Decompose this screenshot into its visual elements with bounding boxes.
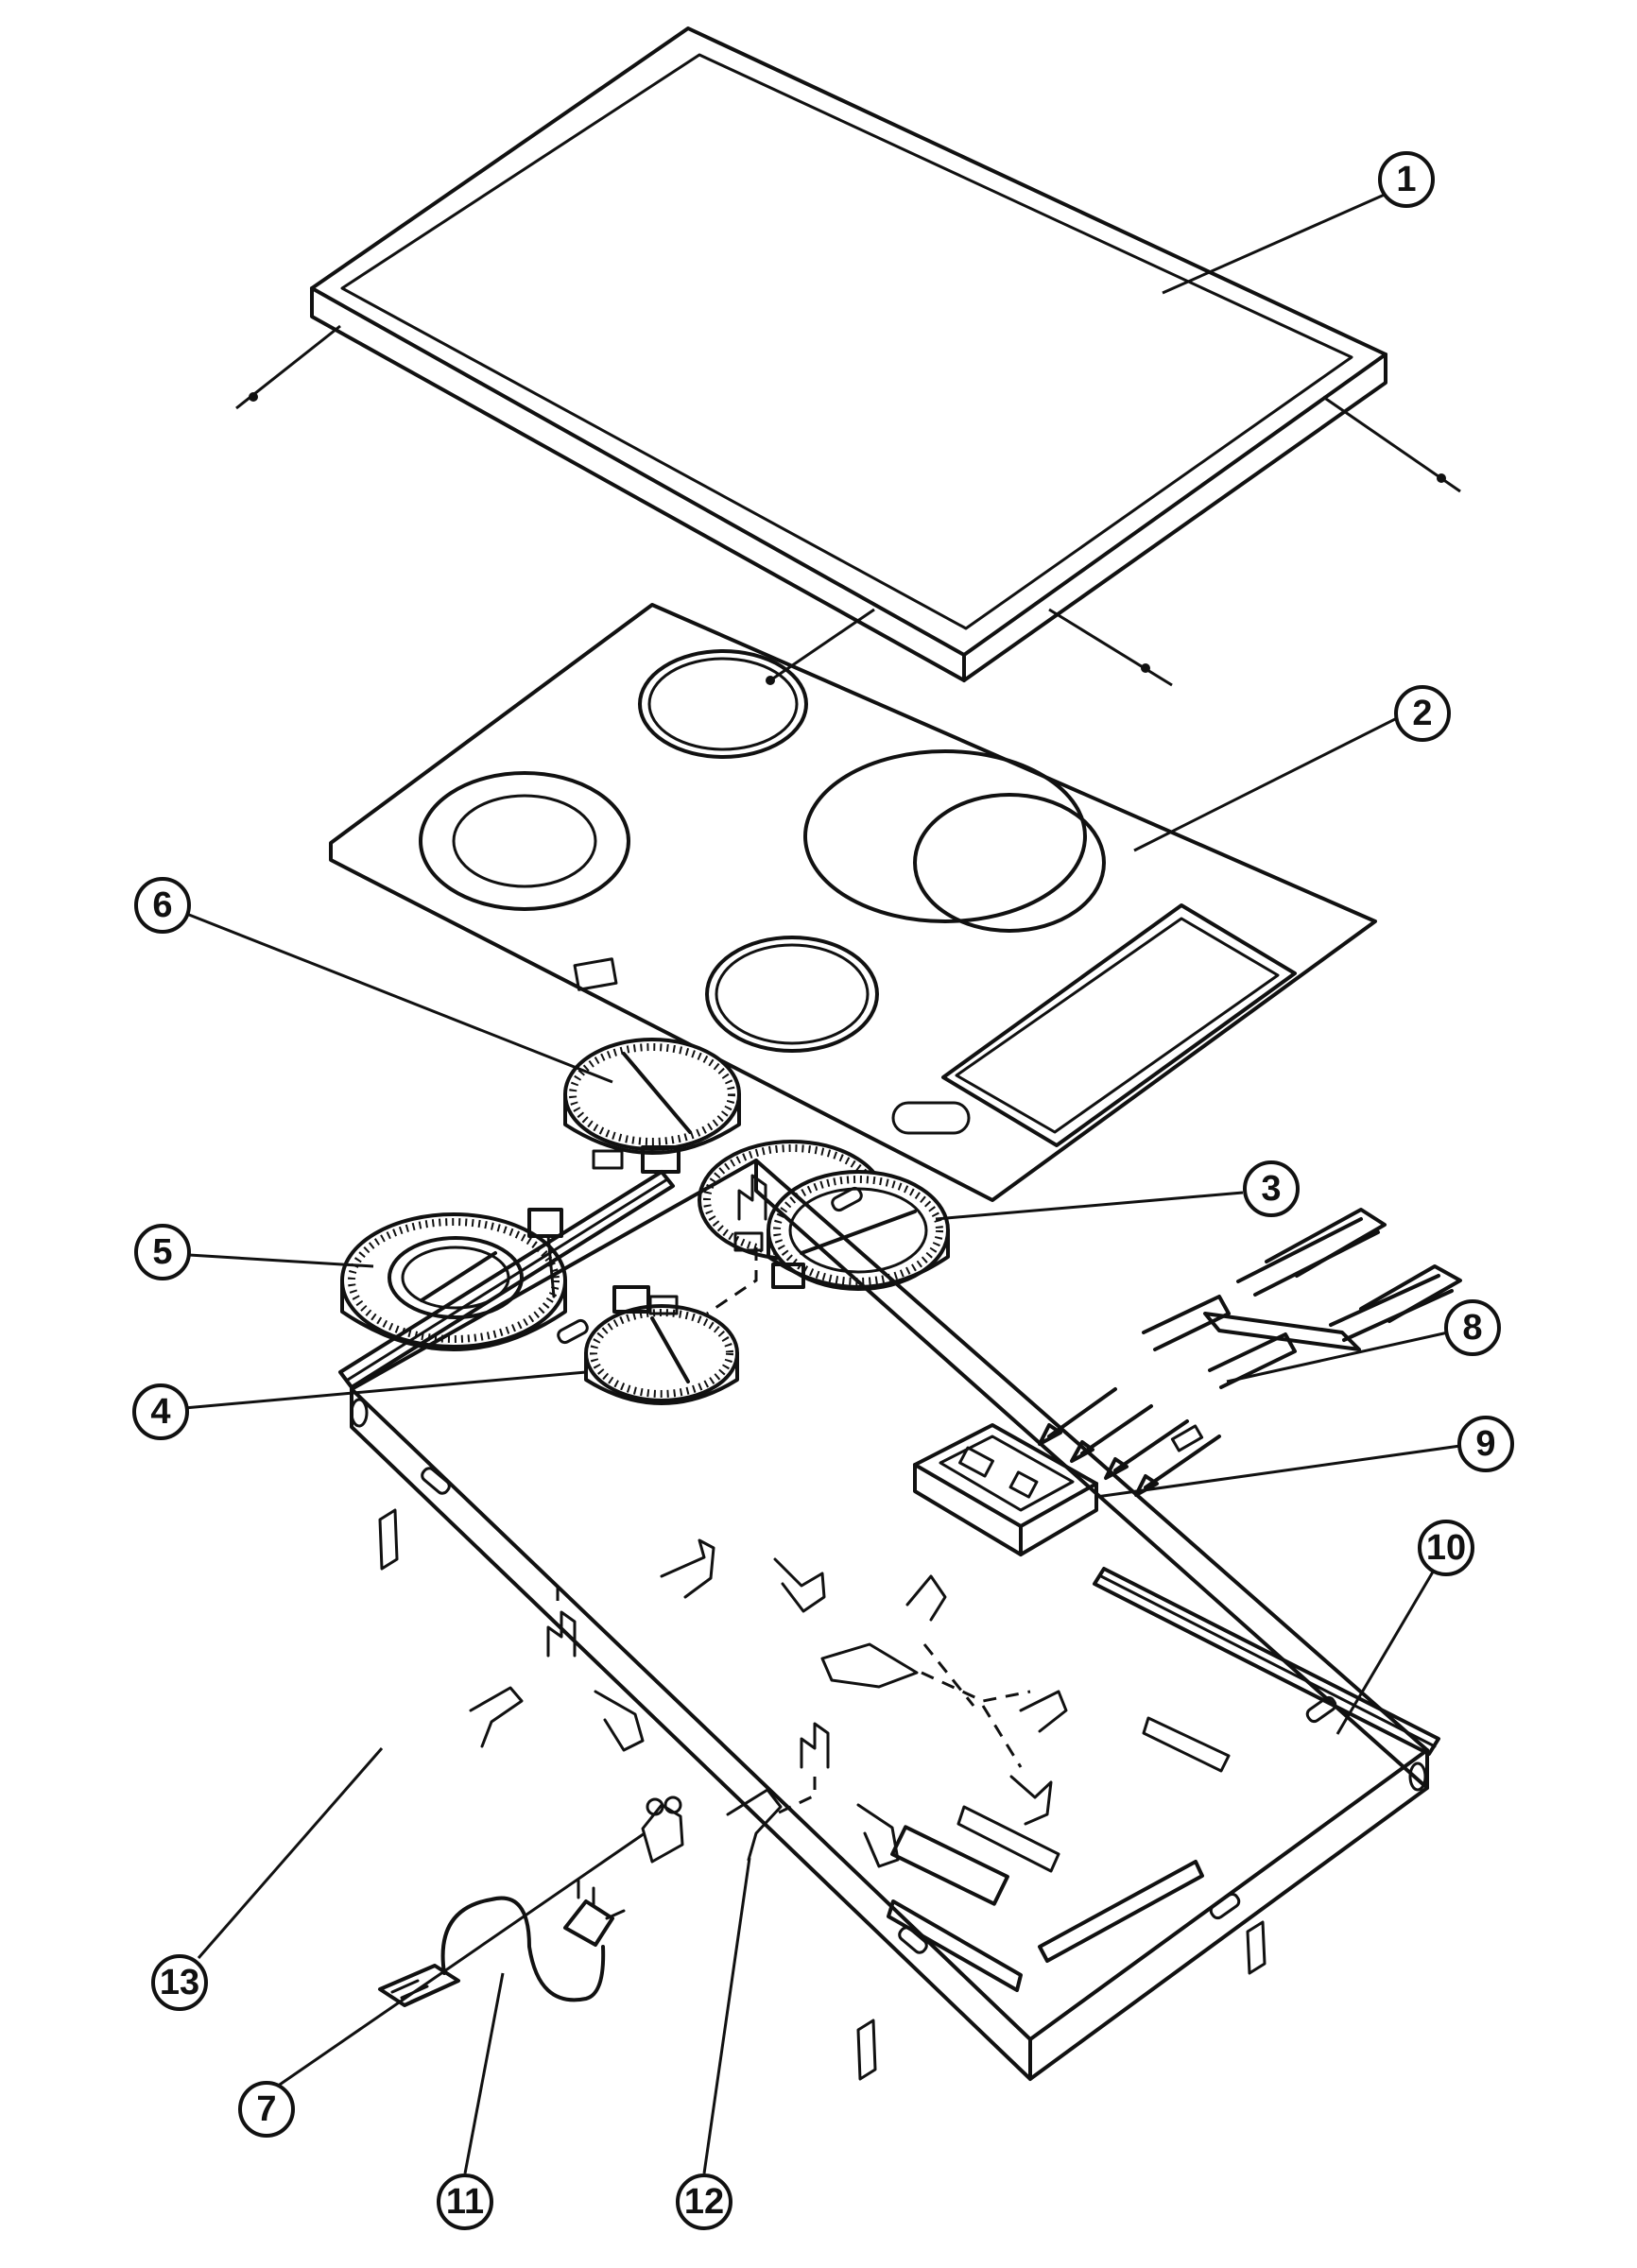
callout-10: 10 (1418, 1520, 1474, 1576)
callout-8: 8 (1444, 1299, 1501, 1356)
callout-6-label: 6 (152, 885, 172, 925)
callout-4: 4 (132, 1383, 189, 1440)
callout-2: 2 (1394, 685, 1451, 742)
callout-3-label: 3 (1261, 1169, 1281, 1209)
callout-3: 3 (1243, 1160, 1300, 1217)
callout-7: 7 (238, 2081, 295, 2138)
part-power-cord (378, 1879, 626, 2007)
callouts: 1 2 3 4 5 6 7 8 (132, 151, 1514, 2230)
part-brackets (469, 1174, 1068, 1868)
part-element-4 (584, 1285, 739, 1405)
callout-6: 6 (134, 877, 191, 934)
part-switches (1038, 1208, 1462, 1497)
callout-13: 13 (151, 1954, 208, 2011)
callout-11: 11 (437, 2174, 493, 2230)
callout-5: 5 (134, 1224, 191, 1280)
callout-7-label: 7 (256, 2089, 276, 2129)
part-element-3 (698, 1140, 950, 1291)
callout-5-label: 5 (152, 1232, 172, 1272)
part-element-6 (563, 1038, 741, 1174)
callout-12-label: 12 (684, 2182, 724, 2222)
part-element-5 (340, 1208, 567, 1351)
part-clock (913, 1423, 1098, 1556)
callout-8-label: 8 (1462, 1308, 1482, 1348)
part-frame (235, 26, 1461, 687)
callout-2-label: 2 (1412, 694, 1432, 733)
callout-9: 9 (1457, 1416, 1514, 1472)
callout-13-label: 13 (160, 1963, 199, 2002)
leader-lines (183, 192, 1461, 2174)
callout-10-label: 10 (1426, 1528, 1466, 1568)
callout-1: 1 (1378, 151, 1435, 208)
part-chassis (350, 1159, 1429, 2081)
callout-12: 12 (676, 2174, 732, 2230)
callout-4-label: 4 (150, 1392, 170, 1432)
callout-1-label: 1 (1396, 160, 1416, 199)
callout-11-label: 11 (446, 2182, 484, 2222)
callout-9-label: 9 (1475, 1424, 1495, 1464)
part-glass-top (329, 603, 1377, 1202)
